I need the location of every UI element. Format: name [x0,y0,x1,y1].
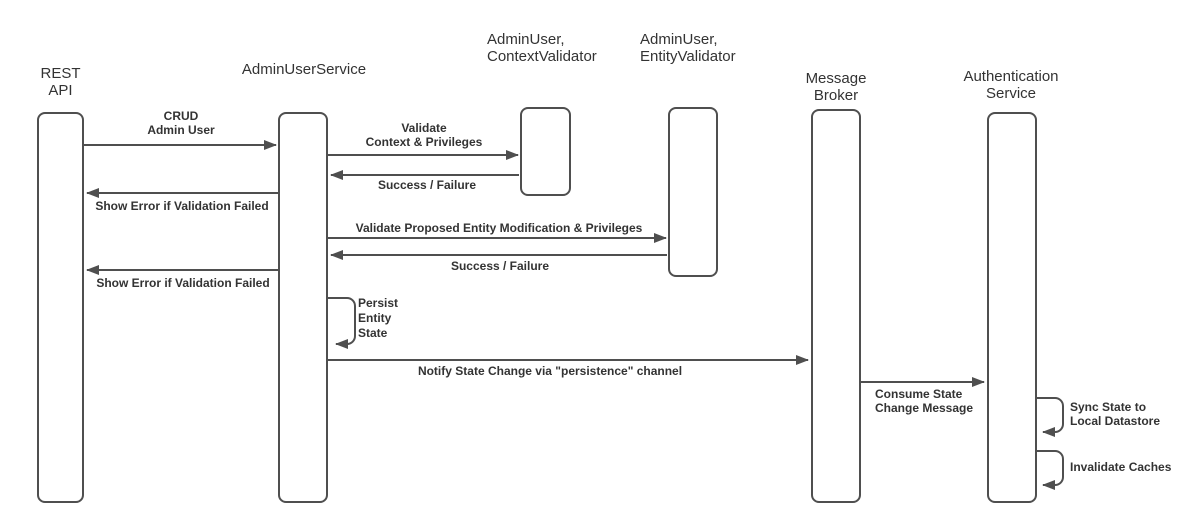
actor-label-message-broker: Message Broker [805,70,867,104]
message-label-entity-result: Success / Failure [450,259,550,273]
actor-label-authentication-service: Authentication Service [963,68,1059,102]
message-label-validate-context: Validate Context & Privileges [365,121,483,149]
arrow-invalidate-caches [1037,450,1064,490]
message-label-crud-admin-user: CRUD Admin User [147,109,215,137]
message-label-notify-state-change: Notify State Change via "persistence" ch… [417,364,683,378]
actor-label-context-validator: AdminUser, ContextValidator [487,31,597,65]
lifeline-entity-validator [668,107,718,277]
message-label-show-error-1: Show Error if Validation Failed [95,199,269,213]
actor-label-entity-validator: AdminUser, EntityValidator [640,31,736,65]
message-label-context-result: Success / Failure [377,178,477,192]
message-label-validate-entity: Validate Proposed Entity Modification & … [355,221,643,235]
lifeline-authentication-service [987,112,1037,503]
lifeline-message-broker [811,109,861,503]
lifeline-rest-api [37,112,84,503]
actor-label-rest-api: REST API [40,65,81,99]
arrow-sync-state [1037,397,1064,437]
actor-label-admin-user-service: AdminUserService [241,61,367,78]
arrow-persist-entity-state [328,297,356,349]
message-label-invalidate-caches: Invalidate Caches [1070,460,1172,474]
message-label-sync-state: Sync State to Local Datastore [1070,400,1161,428]
message-label-show-error-2: Show Error if Validation Failed [96,276,270,290]
message-label-consume-state-change: Consume State Change Message [875,387,974,415]
lifeline-admin-user-service [278,112,328,503]
lifeline-context-validator [520,107,571,196]
message-label-persist-entity-state: Persist Entity State [358,296,399,340]
